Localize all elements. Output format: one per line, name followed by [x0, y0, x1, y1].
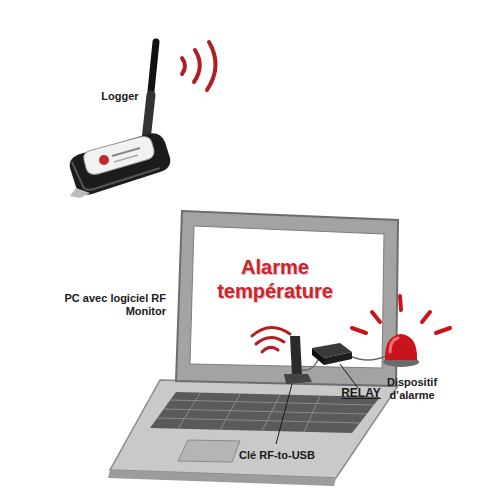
alarm-rays	[352, 296, 450, 333]
alarm-label: Dispositif d’alarme	[372, 376, 452, 402]
logger-device	[70, 42, 171, 198]
usb-key	[276, 336, 312, 444]
screen-message: Alarme température	[205, 248, 345, 310]
laptop	[108, 211, 398, 486]
radio-waves	[182, 42, 216, 90]
relay-box	[312, 343, 358, 388]
device-label: Logger	[90, 90, 150, 103]
node-text: Alarme température	[205, 255, 345, 303]
computer-label: PC avec logiciel RF Monitor	[62, 292, 166, 318]
usb-key-label: Clé RF-to-USB	[222, 449, 332, 462]
relay-label: RELAY	[336, 387, 386, 400]
screen-waves	[252, 327, 290, 352]
alarm-beacon	[383, 334, 419, 367]
